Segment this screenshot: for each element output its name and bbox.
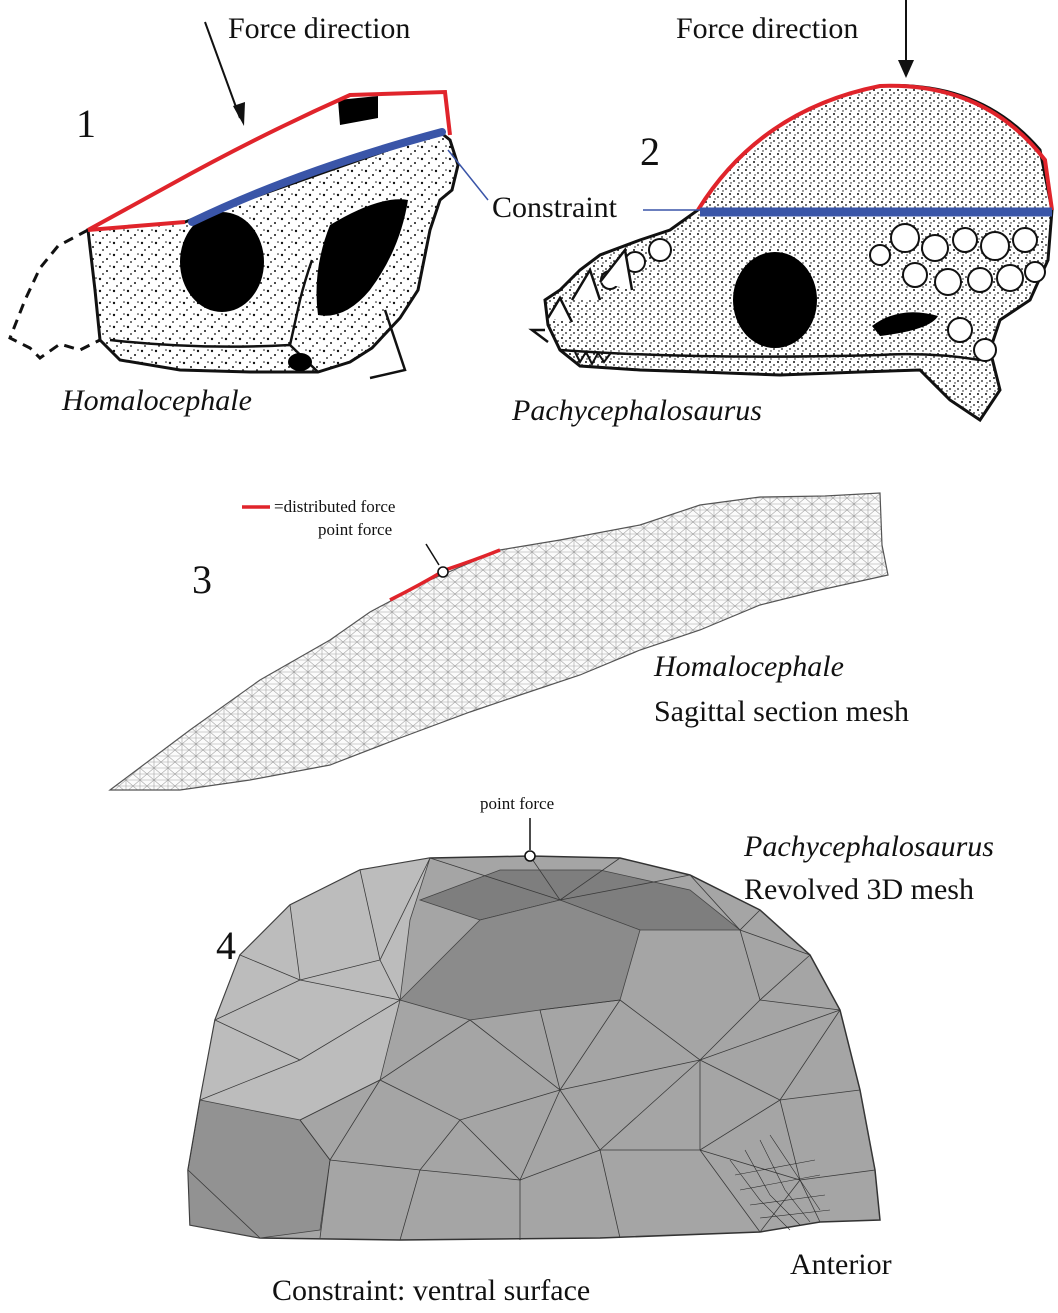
homalocephale-skull-drawing [10,22,488,378]
skull-outline [88,132,458,372]
mesh-polygon [110,493,888,790]
panel2-number: 2 [640,132,660,172]
sagittal-section-mesh [110,493,888,790]
panel4-taxon-label: Pachycephalosaurus [744,832,994,862]
point-force-marker-4 [525,851,535,861]
panel2-force-direction-label: Force direction [676,14,858,44]
panel1-taxon-label: Homalocephale [62,386,252,416]
panel4-number: 4 [216,926,236,966]
panel4-caption: Revolved 3D mesh [744,875,974,905]
orbit-2 [733,252,817,348]
panel4-point-force-label: point force [480,795,554,812]
constraint-label: Constraint [492,193,617,223]
orbit [180,212,264,312]
panel1-number: 1 [76,104,96,144]
panel1-force-direction-label: Force direction [228,14,410,44]
panel3-number: 3 [192,560,212,600]
anterior-label: Anterior [790,1250,892,1280]
legend-distributed-force-label: =distributed force [274,498,395,515]
panel3-point-force-label: point force [318,521,392,538]
snout-dashed-outline [10,230,100,358]
force-arrowhead-1 [233,102,245,126]
panel2-taxon-label: Pachycephalosaurus [512,396,762,426]
supratemporal-opening [338,96,378,125]
skull-outline-2 [545,86,1052,420]
small-foramen [288,353,312,371]
panel3-caption: Sagittal section mesh [654,697,909,727]
point-force-leader-3 [426,544,439,565]
ventral-constraint-label: Constraint: ventral surface [272,1276,590,1306]
panel3-taxon-label: Homalocephale [654,652,844,682]
point-force-marker-3 [438,567,448,577]
force-arrowhead-2 [898,60,914,78]
